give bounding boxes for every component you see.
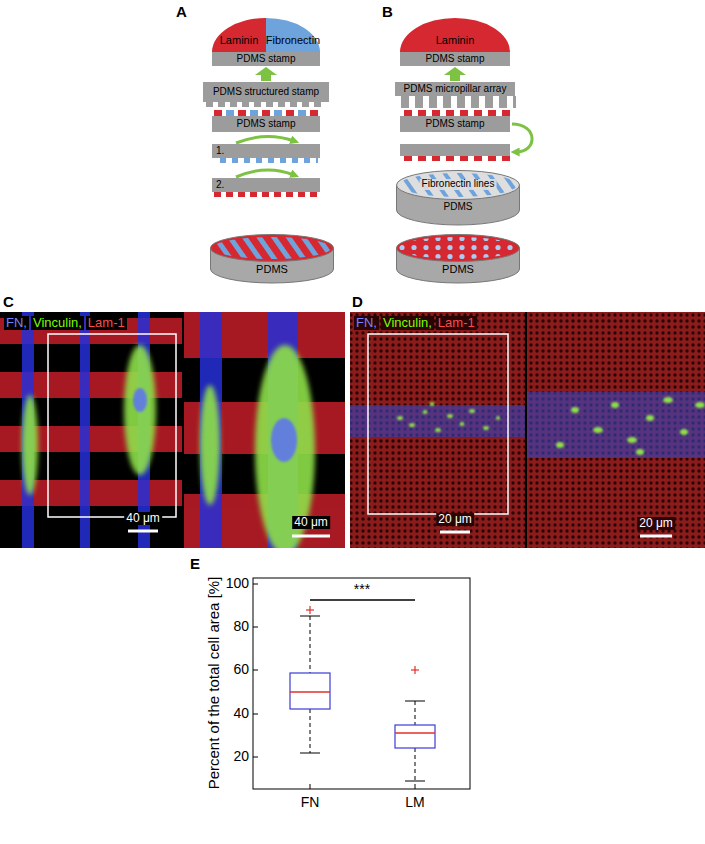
channel-label: FN, <box>354 316 379 330</box>
node-text: PDMS stamp <box>237 54 296 65</box>
stamp-ink-half: Laminin <box>212 18 266 52</box>
axis-title: Percent of the total cell area [%] <box>206 577 223 790</box>
panel-letter: C <box>3 294 14 311</box>
node-text: PDMS stamp <box>426 54 485 65</box>
scale-label: 40 μm <box>292 516 330 529</box>
stamp-bar: PDMS stamp <box>400 52 510 66</box>
tick-label: 60 <box>233 662 249 677</box>
node-text: 1. <box>216 146 224 157</box>
pdms-substrate: Fibronectin linesPDMS <box>396 170 520 226</box>
panel-letter: E <box>190 556 200 573</box>
tick-label: 80 <box>233 619 249 634</box>
stamp-ink-half: Fibronectin <box>266 18 320 52</box>
pdms-substrate: PDMS <box>210 234 334 284</box>
scale-label: 20 μm <box>436 513 474 526</box>
node-text: Laminin <box>220 35 259 47</box>
node-text: Laminin <box>436 35 475 47</box>
node-text: PDMS stamp <box>237 119 296 130</box>
category-label: LM <box>405 795 424 810</box>
node-text: Fibronectin <box>266 35 320 47</box>
tick-label: 20 <box>233 749 249 764</box>
node-text: PDMS stamp <box>426 119 485 130</box>
scale-label: 20 μm <box>637 517 675 530</box>
tick-label: 100 <box>226 576 249 591</box>
category-label: FN <box>301 795 320 810</box>
channel-label: Vinculin, <box>381 316 434 330</box>
channel-label: Lam-1 <box>436 316 477 330</box>
node-text: Fibronectin lines <box>420 179 497 190</box>
pdms-substrate: PDMS <box>396 234 520 284</box>
channel-label: FN, <box>4 316 29 330</box>
node-text: 2. <box>216 180 224 191</box>
stamp-bar: 1. <box>212 144 320 158</box>
micropillar-array: PDMS micropillar array <box>395 82 515 96</box>
tick-label: 40 <box>233 706 249 721</box>
node-text: PDMS structured stamp <box>213 87 319 98</box>
channel-label: Lam-1 <box>86 316 127 330</box>
channel-label: Vinculin, <box>31 316 84 330</box>
structured-stamp: PDMS structured stamp <box>203 82 329 102</box>
stamp-bar: PDMS stamp <box>400 116 510 132</box>
stamp-bar: PDMS stamp <box>212 52 320 66</box>
stamp-ink: Laminin <box>400 18 510 52</box>
scale-label: 40 μm <box>124 512 162 525</box>
panel-letter: D <box>352 294 363 311</box>
node-text: PDMS <box>256 264 288 276</box>
disk-shape <box>210 234 334 284</box>
stamp-bar: 2. <box>212 178 320 192</box>
panel-letter: A <box>176 4 187 21</box>
node-text: PDMS <box>444 202 473 213</box>
disk-shape <box>396 234 520 284</box>
node-text: PDMS <box>442 264 474 276</box>
stamp-bar: PDMS stamp <box>212 116 320 132</box>
node-text: PDMS micropillar array <box>404 84 507 95</box>
panel-letter: B <box>382 4 393 21</box>
significance-mark: *** <box>354 582 370 597</box>
